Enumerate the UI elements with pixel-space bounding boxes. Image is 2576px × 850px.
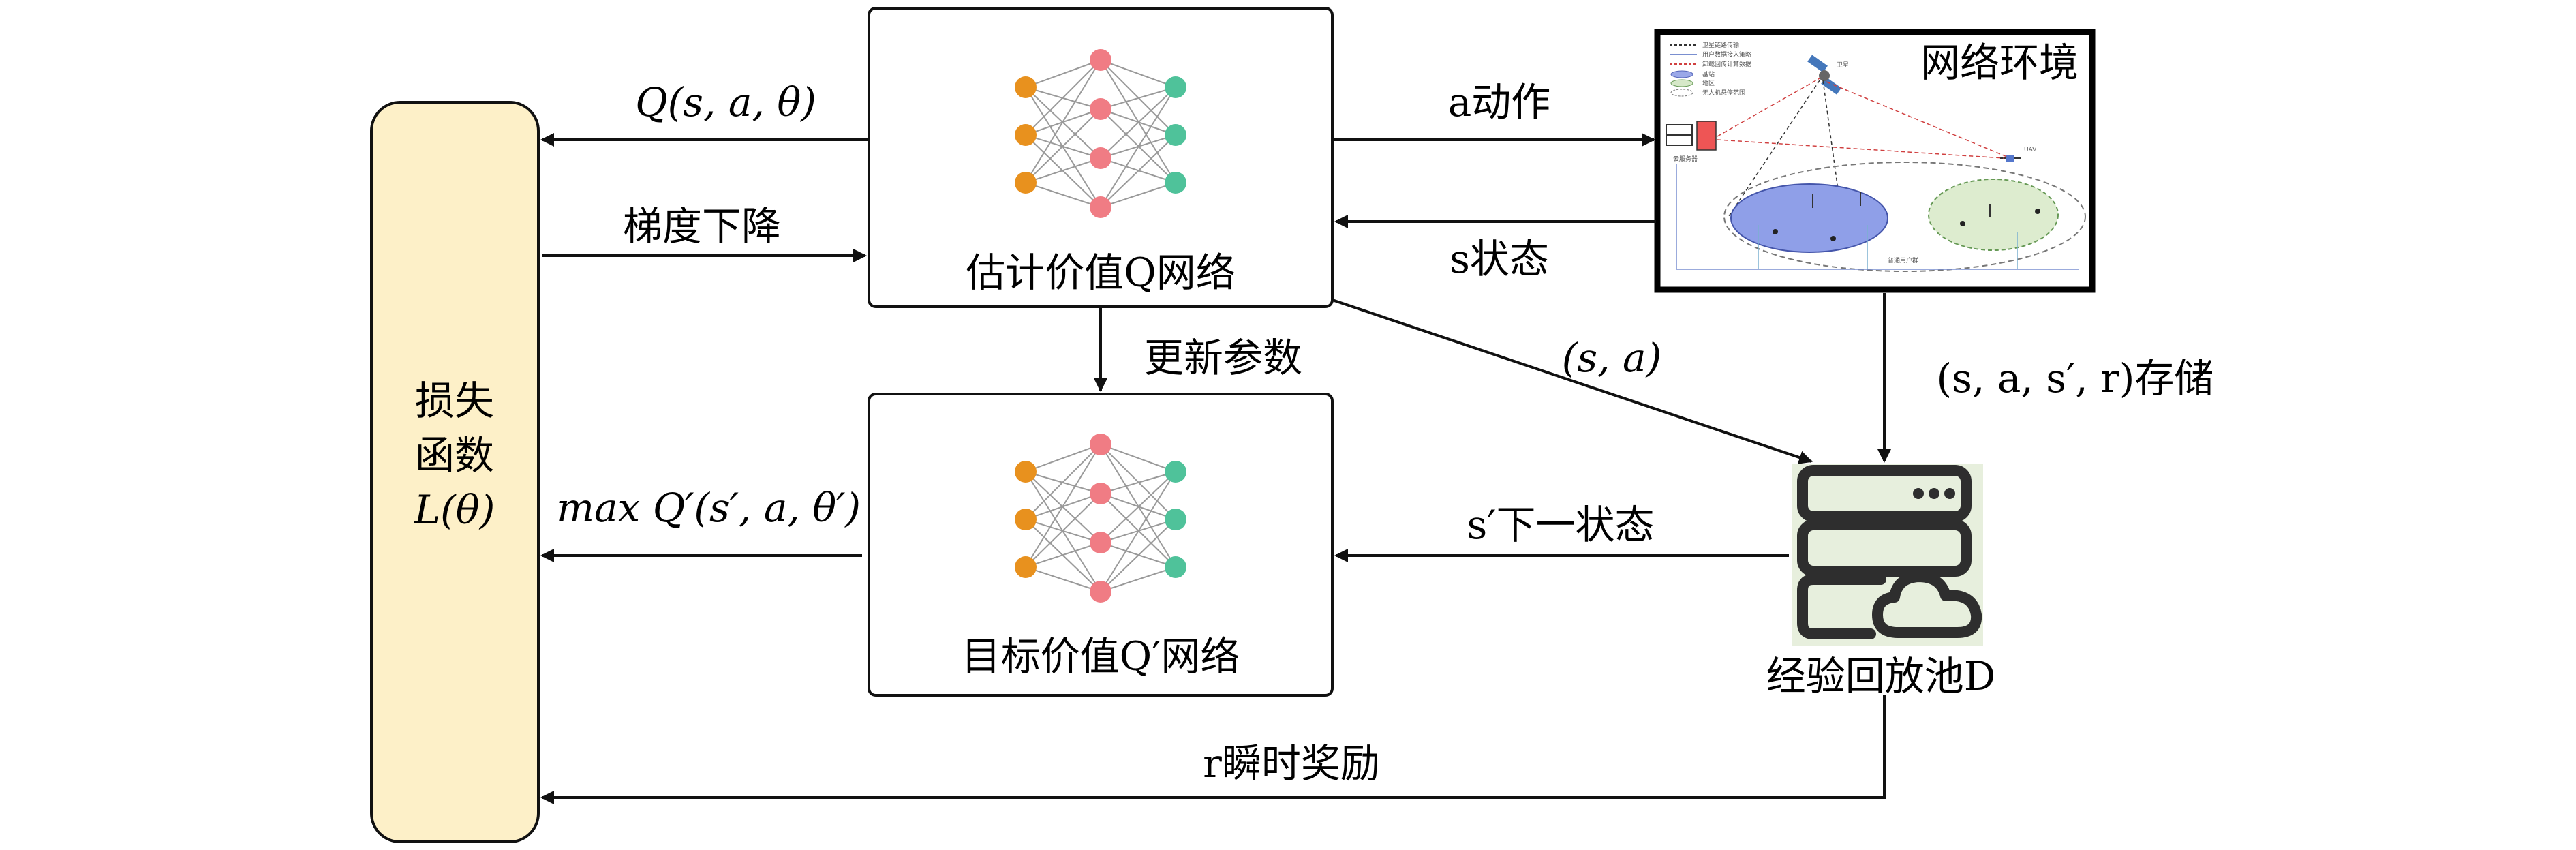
nn-edge bbox=[1025, 542, 1101, 568]
max-q-label: max Q′(s′, a, θ′) bbox=[557, 485, 861, 531]
nn-edge bbox=[1100, 566, 1176, 592]
nn-input-node bbox=[1015, 124, 1037, 146]
nn-edge bbox=[1025, 59, 1101, 88]
nn-edge bbox=[1100, 87, 1176, 110]
nn-edge bbox=[1025, 59, 1101, 136]
nn-edge bbox=[1025, 493, 1101, 568]
nn-input-node bbox=[1015, 76, 1037, 98]
nn-output-node bbox=[1165, 124, 1186, 146]
legend-text: 卫星链路传输 bbox=[1702, 41, 1739, 49]
q-value-label: Q(s, a, θ) bbox=[635, 79, 816, 125]
estimate-network-label: 估计价值Q网络 bbox=[966, 249, 1236, 296]
nn-input-node bbox=[1015, 461, 1037, 483]
legend-text: 基站 bbox=[1702, 70, 1715, 78]
target-q-network: 目标价值Q′网络 bbox=[868, 393, 1334, 697]
update-params-label: 更新参数 bbox=[1144, 335, 1302, 381]
nn-edge bbox=[1025, 444, 1101, 568]
nn-hidden-node bbox=[1090, 581, 1111, 603]
environment-map: 卫星链路传输 用户数据接入策略 卸载回传计算数据 基站 地区 无人机悬停范围 卫… bbox=[1666, 41, 2086, 272]
loss-label-line1: 损失 bbox=[415, 378, 494, 424]
environment-label: 网络环境 bbox=[1920, 40, 2079, 86]
nn-hidden-node bbox=[1090, 98, 1111, 120]
target-network-label: 目标价值Q′网络 bbox=[962, 633, 1240, 680]
replay-pool-label: 经验回放池D bbox=[1766, 653, 1996, 699]
nn-output-node bbox=[1165, 76, 1186, 98]
nn-edge bbox=[1025, 108, 1101, 183]
nn-output-node bbox=[1165, 461, 1186, 483]
nn-hidden-node bbox=[1090, 532, 1111, 553]
nn-edge bbox=[1025, 59, 1101, 183]
legend-text: 地区 bbox=[1702, 79, 1715, 87]
nn-edge bbox=[1100, 519, 1176, 592]
nn-edge bbox=[1025, 182, 1101, 208]
nn-output-node bbox=[1165, 172, 1186, 194]
nn-edge bbox=[1100, 87, 1176, 208]
replay-pool: 经验回放池D bbox=[1766, 464, 1996, 699]
neural-network-icon bbox=[1015, 434, 1186, 603]
database-cloud-icon bbox=[1797, 465, 1982, 639]
nn-edge bbox=[1025, 444, 1101, 472]
nn-hidden-node bbox=[1090, 49, 1111, 71]
nn-hidden-node bbox=[1090, 196, 1111, 218]
nn-hidden-node bbox=[1090, 434, 1111, 455]
nn-edge bbox=[1100, 182, 1176, 208]
legend-text: 卸载回传计算数据 bbox=[1702, 60, 1751, 68]
next-state-label: s′下一状态 bbox=[1467, 502, 1655, 548]
loss-function-box: 损失 函数 L(θ) bbox=[370, 101, 540, 843]
reward-arrow bbox=[540, 695, 1886, 804]
nn-edge bbox=[1025, 444, 1101, 520]
loss-label-line2: 函数 bbox=[415, 432, 494, 479]
nn-edge bbox=[1100, 134, 1176, 208]
legend-text: 用户数据接入策略 bbox=[1702, 50, 1751, 59]
nn-edge bbox=[1100, 471, 1176, 592]
uav-label: UAV bbox=[2024, 147, 2037, 153]
nn-input-node bbox=[1015, 556, 1037, 578]
sa-arrow bbox=[1332, 299, 1813, 464]
arrows bbox=[540, 133, 1891, 804]
nn-edge bbox=[1025, 566, 1101, 592]
nn-hidden-node bbox=[1090, 147, 1111, 169]
status-dots bbox=[1913, 488, 1955, 499]
state-label: s状态 bbox=[1450, 236, 1549, 282]
estimate-q-network: 估计价值Q网络 bbox=[868, 7, 1334, 308]
nn-edge bbox=[1100, 471, 1176, 494]
nn-edge bbox=[1025, 157, 1101, 183]
nn-output-node bbox=[1165, 556, 1186, 578]
loss-label-line3: L(θ) bbox=[414, 487, 495, 533]
action-label: a动作 bbox=[1448, 79, 1551, 125]
users-label: 普通用户群 bbox=[1888, 256, 1918, 264]
reward-label: r瞬时奖励 bbox=[1203, 740, 1380, 787]
sa-label: (s, a) bbox=[1562, 335, 1661, 381]
nn-edge bbox=[1100, 471, 1176, 543]
nn-hidden-node bbox=[1090, 483, 1111, 504]
satellite-icon bbox=[1807, 55, 1842, 95]
nn-edge bbox=[1100, 87, 1176, 159]
nn-edge bbox=[1100, 59, 1176, 88]
nn-output-node bbox=[1165, 509, 1186, 530]
nn-input-node bbox=[1015, 509, 1037, 530]
server-label: 云服务器 bbox=[1673, 155, 1698, 163]
satellite-label: 卫星 bbox=[1837, 61, 1849, 69]
legend-text: 无人机悬停范围 bbox=[1702, 89, 1745, 97]
store-label: (s, a, s′, r)存储 bbox=[1937, 355, 2214, 401]
cloud-server-icon bbox=[1666, 121, 1717, 151]
nn-edge bbox=[1100, 444, 1176, 472]
neural-network-icon bbox=[1015, 49, 1186, 218]
nn-input-node bbox=[1015, 172, 1037, 194]
network-environment: 卫星链路传输 用户数据接入策略 卸载回传计算数据 基站 地区 无人机悬停范围 卫… bbox=[1654, 29, 2096, 293]
gradient-label: 梯度下降 bbox=[623, 203, 781, 249]
